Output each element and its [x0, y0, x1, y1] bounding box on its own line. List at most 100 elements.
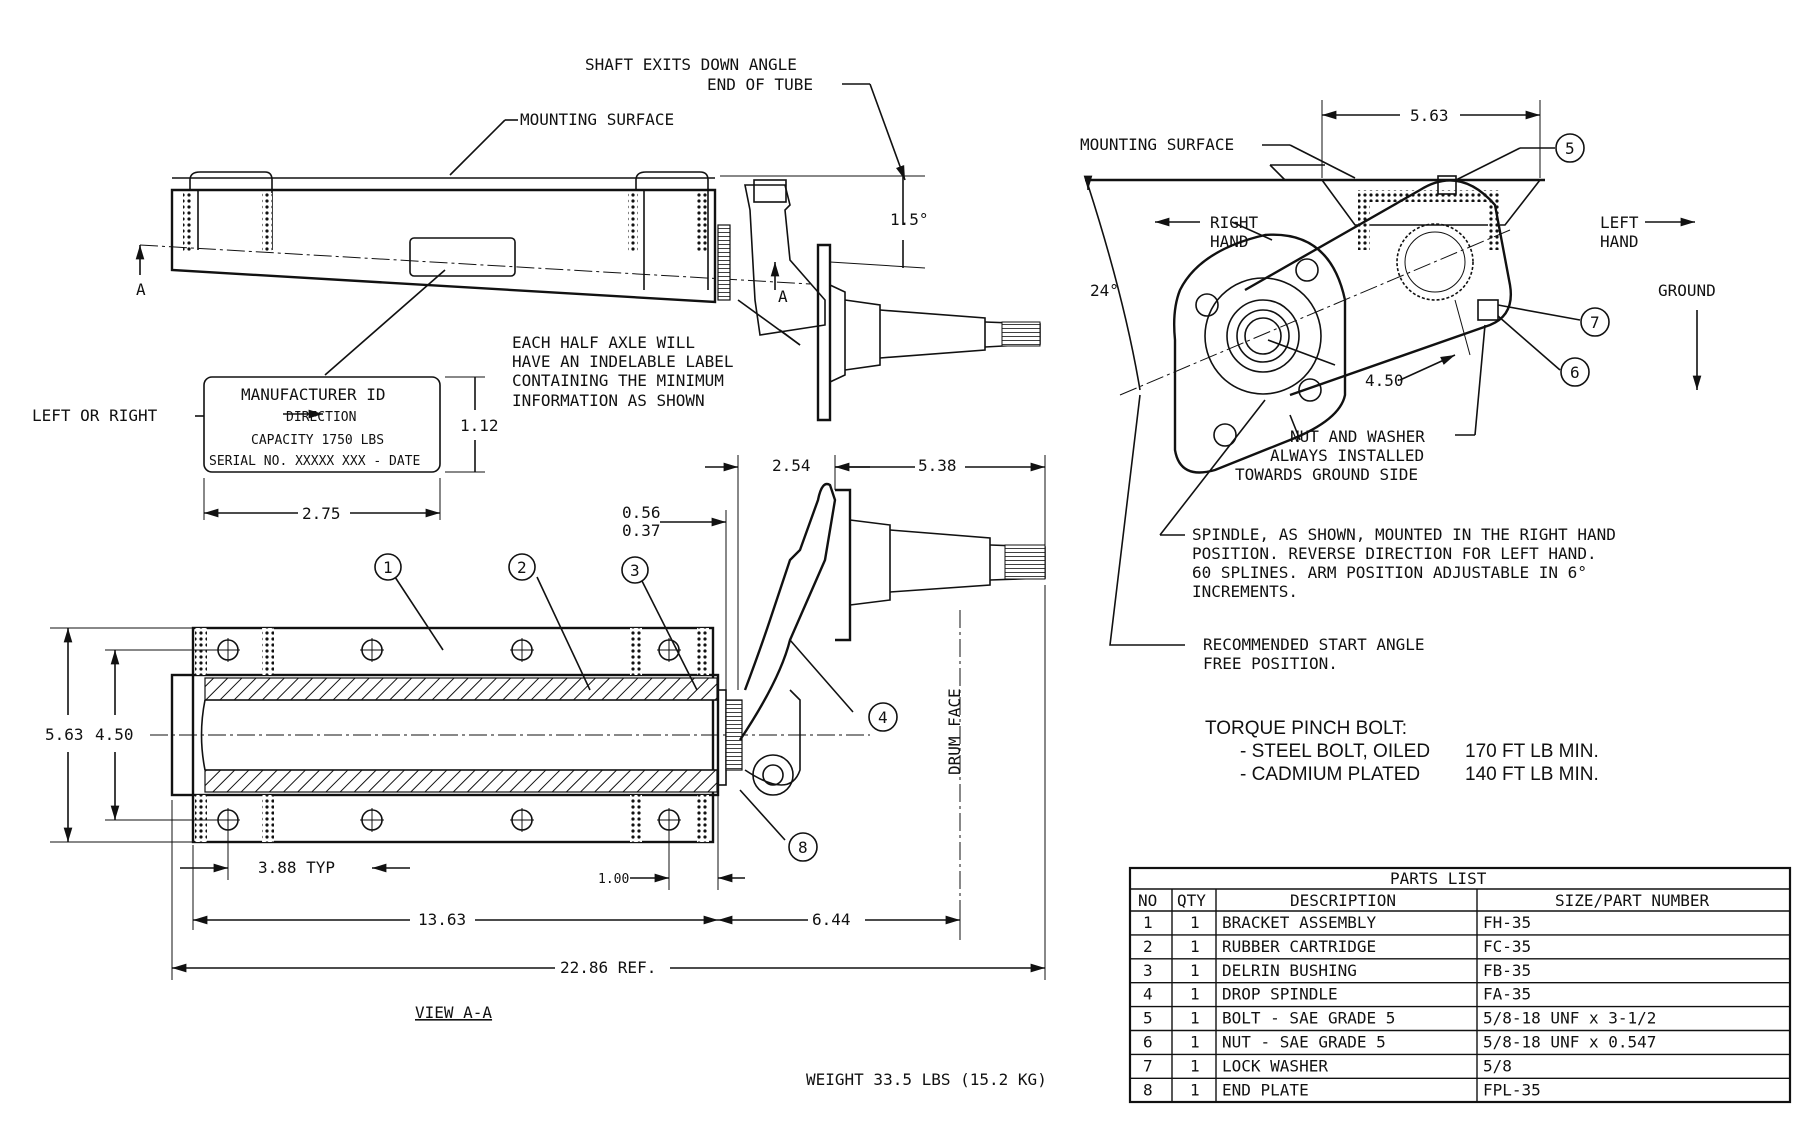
parts-list-description: END PLATE — [1222, 1080, 1309, 1099]
dim-24-deg: 24° — [1090, 281, 1119, 300]
parts-list-description: NUT - SAE GRADE 5 — [1222, 1033, 1386, 1052]
note-right-hand-2: HAND — [1210, 232, 1249, 251]
note-shaft-exits-1: SHAFT EXITS DOWN ANGLE — [585, 55, 797, 74]
note-nut-washer-2: ALWAYS INSTALLED — [1270, 446, 1424, 465]
parts-list-no: 7 — [1143, 1056, 1153, 1075]
balloon-2: 2 — [508, 553, 536, 581]
parts-list-qty: 1 — [1190, 1056, 1200, 1075]
dim-5-63-right: 5.63 — [1410, 106, 1449, 125]
dim-5-38: 5.38 — [918, 456, 957, 475]
parts-list-header-size: SIZE/PART NUMBER — [1555, 891, 1709, 910]
svg-text:1: 1 — [383, 558, 393, 577]
parts-list-title: PARTS LIST — [1390, 869, 1487, 888]
note-spindle-2: POSITION. REVERSE DIRECTION FOR LEFT HAN… — [1192, 544, 1597, 563]
section-view-a-a — [50, 455, 1046, 980]
balloon-1: 1 — [374, 553, 402, 581]
note-mounting-surface-right: MOUNTING SURFACE — [1080, 135, 1234, 154]
svg-text:6: 6 — [1570, 363, 1580, 382]
dim-1-00: 1.00 — [598, 872, 629, 887]
parts-list-qty: 1 — [1190, 1033, 1200, 1052]
section-label-a-left: A — [136, 280, 146, 299]
balloon-4: 4 — [868, 702, 898, 732]
label-capacity: CAPACITY 1750 LBS — [251, 433, 384, 448]
note-recommended-2: FREE POSITION. — [1203, 654, 1338, 673]
parts-list-description: DELRIN BUSHING — [1222, 961, 1357, 980]
weight-note: WEIGHT 33.5 LBS (15.2 KG) — [806, 1070, 1047, 1089]
parts-list-size: 5/8 — [1483, 1056, 1512, 1075]
end-view — [1083, 100, 1702, 646]
parts-list-description: BRACKET ASSEMBLY — [1222, 913, 1376, 932]
svg-text:3: 3 — [630, 561, 640, 580]
parts-list-qty: 1 — [1190, 961, 1200, 980]
parts-list-no: 1 — [1143, 913, 1153, 932]
dim-0-37: 0.37 — [622, 521, 661, 540]
parts-list-size: FB-35 — [1483, 961, 1531, 980]
note-nut-washer-3: TOWARDS GROUND SIDE — [1235, 465, 1418, 484]
parts-list-no: 2 — [1143, 937, 1153, 956]
note-spindle-1: SPINDLE, AS SHOWN, MOUNTED IN THE RIGHT … — [1192, 525, 1616, 544]
balloon-6: 6 — [1560, 357, 1590, 387]
svg-text:7: 7 — [1590, 313, 1600, 332]
svg-text:8: 8 — [798, 838, 808, 857]
dim-3-88-typ: 3.88 TYP — [258, 858, 335, 877]
view-label: VIEW A-A — [415, 1003, 492, 1022]
note-label-2: HAVE AN INDELABLE LABEL — [512, 352, 734, 371]
parts-list-no: 3 — [1143, 961, 1153, 980]
parts-list-description: DROP SPINDLE — [1222, 985, 1338, 1004]
parts-list-qty: 1 — [1190, 985, 1200, 1004]
dim-2-75: 2.75 — [302, 504, 341, 523]
balloon-3: 3 — [621, 556, 649, 584]
parts-list-size: FC-35 — [1483, 937, 1531, 956]
dim-5-63-left: 5.63 — [45, 725, 84, 744]
note-recommended-1: RECOMMENDED START ANGLE — [1203, 635, 1425, 654]
note-left-hand-1: LEFT — [1600, 213, 1639, 232]
torque-row2-label: - CADMIUM PLATED — [1240, 764, 1420, 785]
note-drum-face: DRUM FACE — [945, 688, 964, 775]
side-view — [135, 83, 1041, 422]
parts-list-header-no: NO — [1138, 891, 1157, 910]
note-label-3: CONTAINING THE MINIMUM — [512, 371, 724, 390]
note-spindle-3: 60 SPLINES. ARM POSITION ADJUSTABLE IN 6… — [1192, 563, 1587, 582]
parts-list-description: RUBBER CARTRIDGE — [1222, 937, 1376, 956]
parts-list-qty: 1 — [1190, 1009, 1200, 1028]
dim-1-12: 1.12 — [460, 416, 499, 435]
balloon-5: 5 — [1555, 133, 1585, 163]
svg-text:4: 4 — [878, 708, 888, 727]
parts-list-description: LOCK WASHER — [1222, 1056, 1328, 1075]
svg-text:5: 5 — [1565, 139, 1575, 158]
parts-list-no: 6 — [1143, 1033, 1153, 1052]
note-mounting-surface-left: MOUNTING SURFACE — [520, 110, 674, 129]
torque-title: TORQUE PINCH BOLT: — [1205, 718, 1407, 739]
dim-1-5-deg: 1.5° — [890, 210, 929, 229]
note-nut-washer-1: NUT AND WASHER — [1290, 427, 1425, 446]
parts-list-qty: 1 — [1190, 1080, 1200, 1099]
note-left-hand-2: HAND — [1600, 232, 1639, 251]
torque-row1-value: 170 FT LB MIN. — [1465, 741, 1599, 762]
manufacturer-label — [195, 376, 485, 520]
dim-6-44: 6.44 — [812, 910, 851, 929]
balloon-8: 8 — [788, 832, 818, 862]
parts-list-size: 5/8-18 UNF x 0.547 — [1483, 1033, 1656, 1052]
parts-list-no: 8 — [1143, 1080, 1153, 1099]
dim-2-54: 2.54 — [772, 456, 811, 475]
note-shaft-exits-2: END OF TUBE — [707, 75, 813, 94]
parts-list-size: FPL-35 — [1483, 1080, 1541, 1099]
note-label-1: EACH HALF AXLE WILL — [512, 333, 695, 352]
balloon-7: 7 — [1580, 307, 1610, 337]
dim-0-56: 0.56 — [622, 503, 661, 522]
label-manufacturer-id: MANUFACTURER ID — [241, 385, 386, 404]
note-left-or-right: LEFT OR RIGHT — [32, 406, 158, 425]
parts-list-size: FH-35 — [1483, 913, 1531, 932]
parts-list-header-qty: QTY — [1177, 891, 1206, 910]
parts-list-size: 5/8-18 UNF x 3-1/2 — [1483, 1009, 1656, 1028]
svg-text:2: 2 — [517, 558, 527, 577]
parts-list-header-description: DESCRIPTION — [1290, 891, 1396, 910]
label-direction: DIRECTION — [286, 410, 356, 425]
dim-13-63: 13.63 — [418, 910, 466, 929]
label-serial: SERIAL NO. XXXXX XXX - DATE — [209, 454, 420, 469]
parts-list-no: 5 — [1143, 1009, 1153, 1028]
torque-row2-value: 140 FT LB MIN. — [1465, 764, 1599, 785]
